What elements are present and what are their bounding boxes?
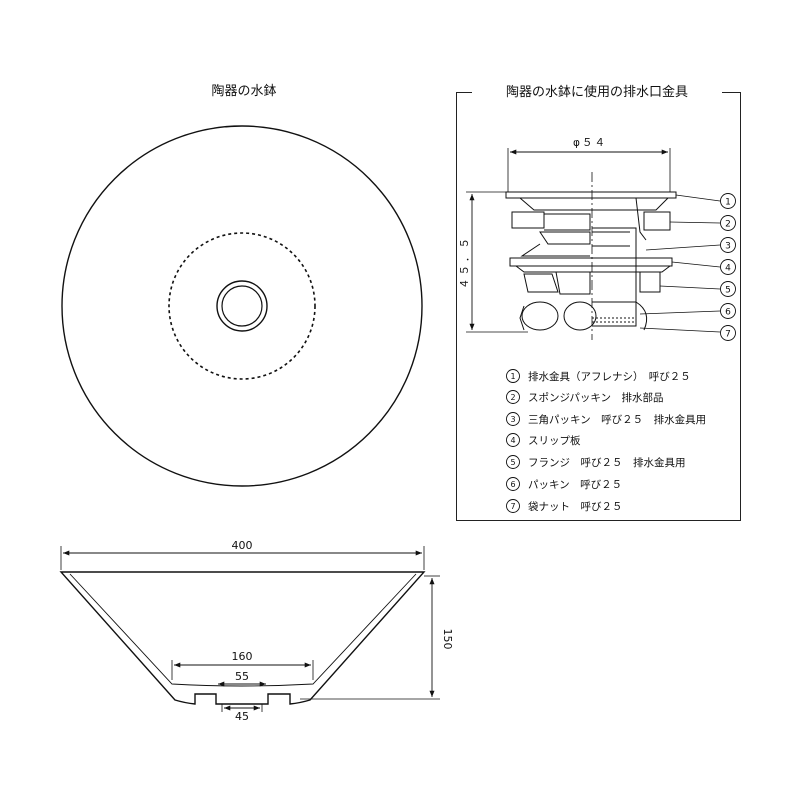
top-view: 陶器の水鉢 [61, 83, 423, 487]
svg-text:3: 3 [510, 415, 515, 424]
drain-hole-inner [221, 285, 263, 327]
callout-4: 4 [725, 264, 731, 274]
callout-circles: 1 2 3 4 5 6 7 [720, 193, 736, 341]
callout-2: 2 [725, 220, 731, 230]
callout-3: 3 [725, 242, 731, 252]
parts-legend: 1 排水金具（アフレナシ） 呼び２５ 2 スポンジパッキン 排水部品 3 三角パ… [506, 369, 706, 513]
legend-text: 三角パッキン 呼び２５ 排水金具用 [528, 413, 706, 426]
drain-fitting-drawing [505, 191, 677, 331]
fitting-panel-title: 陶器の水鉢に使用の排水口金具 [506, 84, 688, 100]
callout-1: 1 [725, 198, 731, 208]
dim-hole-top-label: 55 [235, 670, 249, 683]
legend-item: 3 三角パッキン 呼び２５ 排水金具用 [506, 412, 706, 426]
legend-text: フランジ 呼び２５ 排水金具用 [528, 456, 686, 469]
legend-item: 1 排水金具（アフレナシ） 呼び２５ [506, 369, 691, 383]
legend-text: スポンジパッキン 排水部品 [528, 391, 664, 404]
svg-text:5: 5 [510, 458, 515, 467]
dim-height-label: ４５．５ [459, 235, 471, 289]
bowl-side-profile [59, 571, 426, 705]
callout-leaders [639, 194, 721, 333]
legend-text: スリップ板 [528, 434, 581, 447]
bowl-base-dashed-circle [168, 232, 316, 380]
svg-text:6: 6 [510, 480, 515, 489]
legend-text: 排水金具（アフレナシ） 呼び２５ [528, 370, 691, 383]
svg-text:4: 4 [510, 436, 515, 445]
dim-height-side-label: 150 [441, 629, 454, 650]
legend-item: 2 スポンジパッキン 排水部品 [506, 390, 664, 404]
svg-text:2: 2 [510, 393, 515, 402]
dim-base-label: 160 [232, 650, 253, 663]
dim-hole-bottom-label: 45 [235, 710, 249, 723]
fitting-panel: 陶器の水鉢に使用の排水口金具 φ５４ ４５．５ [459, 78, 736, 513]
legend-item: 6 パッキン 呼び２５ [506, 477, 622, 491]
callout-7: 7 [725, 330, 731, 340]
legend-text: パッキン 呼び２５ [528, 479, 622, 491]
side-view: 400 150 160 55 45 [59, 539, 454, 723]
bowl-rim-circle [61, 125, 423, 487]
svg-text:7: 7 [510, 502, 515, 511]
callout-6: 6 [725, 308, 731, 318]
dim-diameter-label: φ５４ [573, 137, 607, 149]
dim-width-label: 400 [232, 539, 253, 552]
svg-text:1: 1 [510, 372, 515, 381]
legend-item: 4 スリップ板 [506, 433, 581, 447]
legend-item: 5 フランジ 呼び２５ 排水金具用 [506, 455, 686, 469]
top-view-title: 陶器の水鉢 [211, 83, 276, 99]
drain-hole-outer [216, 280, 268, 332]
callout-5: 5 [725, 286, 731, 296]
legend-text: 袋ナット 呼び２５ [528, 500, 623, 513]
legend-item: 7 袋ナット 呼び２５ [506, 499, 623, 513]
